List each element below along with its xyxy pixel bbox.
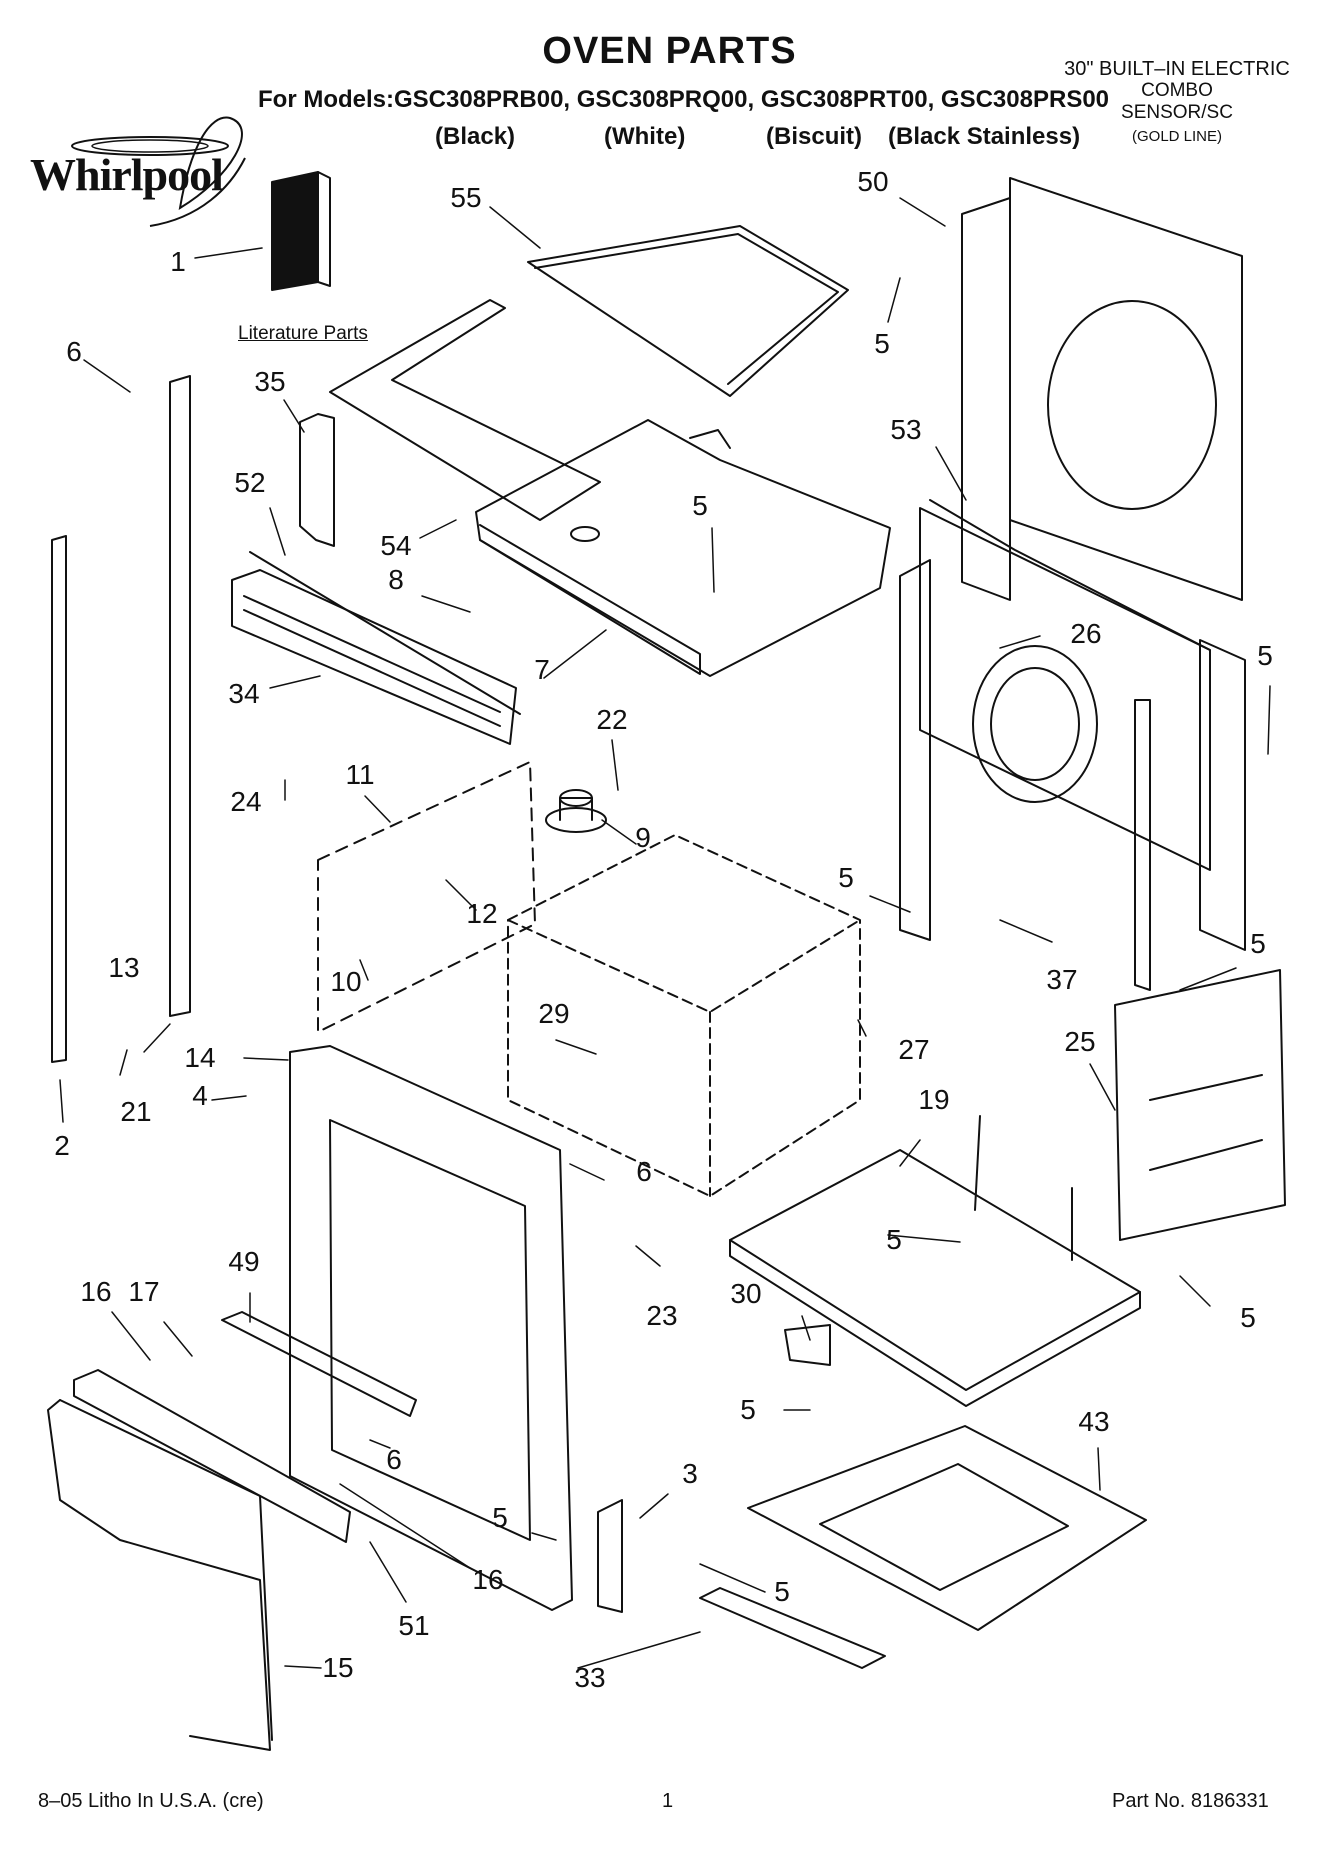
callout-27: 27 [898, 1034, 930, 1065]
callout-4: 4 [192, 1080, 208, 1111]
callout-35: 35 [254, 366, 286, 397]
leader-lines [59, 197, 1271, 1669]
callout-5: 5 [838, 862, 854, 893]
top-insulation-panel [527, 225, 849, 397]
callout-14: 14 [184, 1042, 216, 1073]
kick-plate [699, 1587, 886, 1669]
side-trim-right [169, 375, 191, 1017]
product-line-1: 30" BUILT–IN ELECTRIC [1064, 58, 1290, 80]
door-seal [47, 1399, 271, 1751]
callout-34: 34 [228, 678, 260, 709]
callout-5: 5 [492, 1502, 508, 1533]
callout-2: 2 [54, 1130, 70, 1161]
callout-49: 49 [228, 1246, 260, 1277]
callout-17: 17 [128, 1276, 160, 1307]
literature-parts-label: Literature Parts [238, 323, 368, 344]
callout-50: 50 [857, 166, 889, 197]
callout-5: 5 [1257, 640, 1273, 671]
callout-5: 5 [740, 1394, 756, 1425]
callout-5: 5 [1240, 1302, 1256, 1333]
callout-5: 5 [692, 490, 708, 521]
vent-bracket [299, 413, 335, 547]
callout-15: 15 [322, 1652, 354, 1683]
callout-5: 5 [886, 1224, 902, 1255]
door-trim [221, 1311, 417, 1417]
models-line: For Models:GSC308PRB00, GSC308PRQ00, GSC… [258, 86, 1110, 113]
brand-wordmark: Whirlpool [30, 149, 224, 200]
bottom-pan [747, 1425, 1147, 1631]
callout-7: 7 [534, 654, 550, 685]
callout-52: 52 [234, 467, 266, 498]
callout-5: 5 [874, 328, 890, 359]
callout-22: 22 [596, 704, 628, 735]
product-line-2: COMBO [1141, 80, 1213, 101]
callout-9: 9 [635, 822, 651, 853]
callout-6: 6 [66, 336, 82, 367]
footer-litho: 8–05 Litho In U.S.A. (cre) [38, 1790, 264, 1812]
vent-strip [73, 1369, 351, 1543]
callout-10: 10 [330, 966, 362, 997]
top-cover [475, 419, 891, 677]
callout-29: 29 [538, 998, 570, 1029]
callout-6: 6 [636, 1156, 652, 1187]
whirlpool-logo-icon [71, 116, 246, 227]
callout-53: 53 [890, 414, 922, 445]
color-biscuit: (Biscuit) [766, 123, 862, 150]
callout-5: 5 [774, 1576, 790, 1607]
rear-wall [899, 499, 1211, 991]
product-line-4: (GOLD LINE) [1131, 128, 1222, 145]
bottom-tray [729, 1115, 1141, 1407]
callout-55: 55 [450, 182, 482, 213]
clip [784, 1324, 831, 1366]
color-white: (White) [604, 123, 686, 150]
callout-3: 3 [682, 1458, 698, 1489]
side-trim-left [51, 535, 67, 1063]
callout-33: 33 [574, 1662, 606, 1693]
color-black: (Black) [435, 123, 516, 150]
callout-37: 37 [1046, 964, 1078, 995]
front-frame [289, 1045, 573, 1611]
callout-16: 16 [80, 1276, 112, 1307]
product-line-3: SENSOR/SC [1121, 102, 1233, 123]
callout-43: 43 [1078, 1406, 1110, 1437]
callout-5: 5 [1250, 928, 1266, 959]
callout-30: 30 [730, 1278, 762, 1309]
door-seal-inner [59, 1399, 273, 1741]
callout-16: 16 [472, 1564, 504, 1595]
callout-54: 54 [380, 530, 412, 561]
back-panel [961, 177, 1246, 951]
callout-6: 6 [386, 1444, 402, 1475]
callout-51: 51 [398, 1610, 430, 1641]
color-black-stainless: (Black Stainless) [888, 123, 1081, 150]
callout-26: 26 [1070, 618, 1102, 649]
vent-grille [231, 569, 517, 745]
callout-23: 23 [646, 1300, 678, 1331]
callout-8: 8 [388, 564, 404, 595]
literature-booklet [271, 171, 331, 291]
oven-sensor [545, 789, 607, 833]
callout-21: 21 [120, 1096, 152, 1127]
page-number: 1 [662, 1790, 674, 1812]
callout-19: 19 [918, 1084, 950, 1115]
oven-cavity [507, 834, 861, 1197]
callout-25: 25 [1064, 1026, 1096, 1057]
bracket [597, 1499, 623, 1613]
side-insulation-panel [329, 299, 601, 521]
callout-11: 11 [345, 759, 375, 790]
vent-bar [249, 551, 521, 715]
part-number: Part No. 8186331 [1112, 1790, 1269, 1812]
callout-1: 1 [170, 246, 186, 277]
callout-13: 13 [108, 952, 140, 983]
side-panel [1114, 969, 1286, 1241]
rear-panel [919, 507, 1211, 871]
callout-24: 24 [230, 786, 262, 817]
callout-12: 12 [466, 898, 498, 929]
page-title: OVEN PARTS [542, 30, 797, 72]
